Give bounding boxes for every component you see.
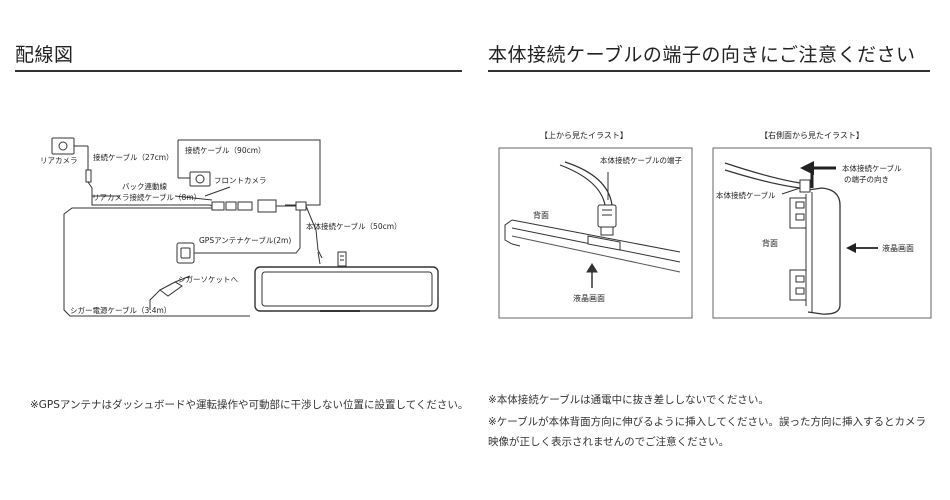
top-view-lcd-label: 液晶画面 [573, 293, 605, 303]
rear-camera-icon [51, 137, 88, 155]
wiring-diagram [51, 137, 439, 317]
right-title-rule [488, 70, 930, 72]
wiring-diagram-title: 配線図 [15, 44, 74, 66]
left-title-rule [15, 70, 462, 72]
gps-antenna-icon [176, 210, 301, 264]
cigar-plug-icon [149, 275, 191, 310]
side-view-terminal-dir-line2: の端子の向き [844, 174, 889, 184]
label-front-camera: フロントカメラ [214, 176, 267, 185]
cable-direction-title: 本体接続ケーブルの端子の向きにご注意ください [488, 44, 916, 66]
side-view-panel: 本体接続ケーブル の端子の向き 本体接続ケーブル 背面 液晶画面 [712, 147, 932, 319]
harness-connectors [211, 199, 307, 213]
right-note-2: ※ケーブルが本体背面方向に伸びるように挿入してください。誤った方向に挿入するとカ… [488, 416, 927, 428]
side-view-terminal-dir-line1: 本体接続ケーブル [842, 163, 902, 173]
label-back-link: バック連動線 [122, 181, 167, 191]
label-rear-cable-8m: リアカメラ接続ケーブル（8m） [92, 192, 201, 202]
mirror-unit [254, 251, 439, 312]
label-connect-cable-90: 接続ケーブル（90cm） [185, 145, 266, 155]
side-view-back-label: 背面 [762, 238, 778, 248]
right-note-3: 映像が正しく表示されませんのでご注意ください。 [488, 436, 730, 448]
left-note: ※GPSアンテナはダッシュボードや運転操作や可動部に干渉しない位置に設置してくだ… [30, 399, 469, 411]
side-view-caption: 【右側面から見たイラスト】 [760, 130, 864, 140]
side-view-lcd-label: 液晶画面 [882, 243, 914, 253]
label-cigar-cable: シガー電源ケーブル（3.4m） [70, 305, 171, 315]
label-main-cable-50: 本体接続ケーブル（50cm） [306, 221, 402, 231]
top-view-caption: 【上から見たイラスト】 [540, 131, 628, 140]
label-cigar-socket: シガーソケットへ [178, 274, 238, 284]
terminal-direction-arrow [800, 161, 836, 188]
front-camera-icon [178, 171, 211, 187]
right-note-1: ※本体接続ケーブルは通電中に抜き差ししないでください。 [488, 394, 769, 406]
lcd-pointer-arrow [846, 243, 878, 253]
top-view-panel: 本体接続ケーブルの端子 背面 液晶画面 [498, 147, 693, 319]
top-view-back-label: 背面 [533, 210, 549, 220]
label-rear-camera: リアカメラ [40, 156, 78, 165]
label-gps-antenna: GPSアンテナケーブル(2m) [199, 235, 291, 245]
side-view-cable-label: 本体接続ケーブル [716, 190, 776, 200]
label-connect-cable-27: 接続ケーブル（27cm） [93, 152, 174, 162]
top-view-terminal-label: 本体接続ケーブルの端子 [600, 155, 683, 165]
